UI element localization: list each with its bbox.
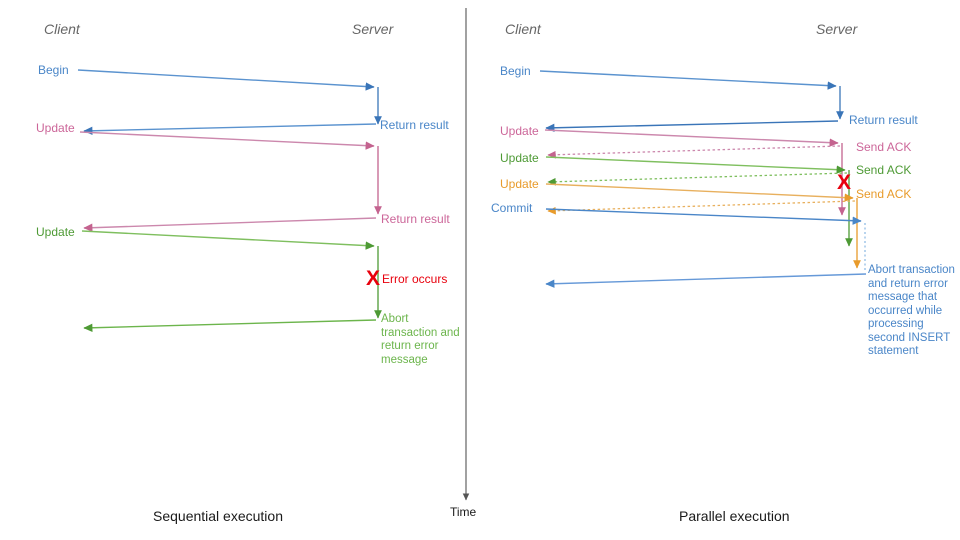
parallel-label-ack-2: Send ACK [856,163,912,177]
arrow-p-begin [539,70,837,90]
parallel-panel-arrows [539,70,867,288]
parallel-abort-note: Abort transaction and return error messa… [868,264,955,357]
arrow-begin [77,69,375,91]
parallel-error-marker-icon: X [837,171,852,194]
arrow-p-abort-return [545,273,867,288]
arrow-update-2 [81,230,375,250]
parallel-label-return-result: Return result [849,113,918,127]
parallel-label-update-2: Update [500,151,539,165]
sequential-label-return-result-1: Return result [380,118,449,132]
parallel-label-update-3: Update [500,177,539,191]
arrow-p-update-3 [545,183,854,202]
sequential-error-label: Error occurs [382,272,448,286]
arrow-p-return-result [545,120,839,132]
arrow-p-commit [545,208,862,225]
sequential-abort-note: Abort transaction and return error messa… [381,313,460,366]
parallel-label-begin: Begin [500,64,531,78]
arrow-p-update-1 [544,129,839,147]
sequential-client-lane-title: Client [44,21,80,37]
parallel-label-commit: Commit [491,201,533,215]
time-axis-label: Time [450,505,477,519]
arrow-p-ack-2 [547,172,848,186]
arrow-abort-return [83,319,377,332]
parallel-server-lane-title: Server [816,21,858,37]
sequential-label-return-result-2: Return result [381,212,450,226]
arrow-p-ack-1 [547,145,841,159]
arrow-p-ack-3 [547,200,856,215]
arrow-return-result-1 [83,123,377,135]
parallel-caption: Parallel execution [679,508,790,524]
arrow-update-1 [79,131,375,150]
sequential-label-update-2: Update [36,225,75,239]
arrow-p-update-2 [545,156,846,174]
sequential-label-update-1: Update [36,121,75,135]
parallel-client-lane-title: Client [505,21,541,37]
parallel-label-ack-1: Send ACK [856,140,912,154]
sequential-label-begin: Begin [38,63,69,77]
sequential-panel-arrows [77,69,382,332]
sequential-server-lane-title: Server [352,21,394,37]
parallel-label-update-1: Update [500,124,539,138]
arrow-return-result-2 [83,217,377,232]
error-marker-icon: X [366,267,381,290]
sequential-caption: Sequential execution [153,508,283,524]
parallel-label-ack-3: Send ACK [856,187,912,201]
